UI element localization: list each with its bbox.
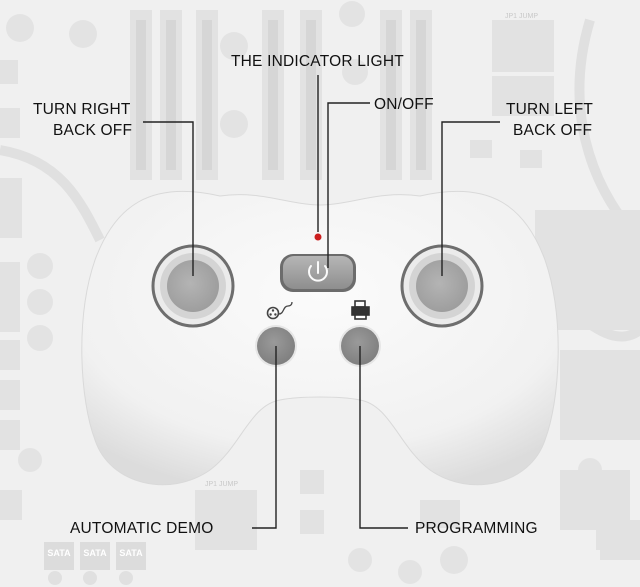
- label-automatic-demo: AUTOMATIC DEMO: [70, 520, 214, 537]
- side-connectors: [0, 60, 22, 520]
- printer-icon: [351, 300, 370, 320]
- leader-auto-demo: [252, 346, 277, 529]
- right-components: [470, 20, 640, 560]
- sata-label-3: SATA: [119, 548, 143, 558]
- jumper-label-top: JP1 JUMP: [505, 13, 538, 20]
- leader-onoff: [327, 102, 370, 268]
- label-indicator-light: THE INDICATOR LIGHT: [231, 53, 404, 70]
- sata-label-2: SATA: [83, 548, 107, 558]
- leader-programming: [359, 346, 408, 529]
- label-programming: PROGRAMMING: [415, 520, 538, 537]
- callout-lines: [143, 75, 500, 529]
- label-turn-right: TURN RIGHT: [33, 101, 131, 118]
- leader-turn-right: [143, 121, 194, 276]
- sata-label-1: SATA: [47, 548, 71, 558]
- jumper-label-bottom: JP1 JUMP: [205, 481, 238, 488]
- indicator-led: [314, 233, 322, 241]
- label-on-off: ON/OFF: [374, 96, 434, 113]
- left-joystick[interactable]: [151, 244, 235, 328]
- remote-controller: [81, 190, 559, 486]
- leader-turn-left: [441, 121, 500, 276]
- power-button[interactable]: [280, 254, 356, 292]
- sata-ports: SATA SATA SATA: [44, 542, 146, 585]
- label-turn-left: TURN LEFT: [506, 101, 594, 118]
- film-reel-icon: [266, 301, 293, 320]
- right-joystick[interactable]: [400, 244, 484, 328]
- label-turn-right-back-off: BACK OFF: [53, 122, 133, 139]
- capacitors: [6, 1, 602, 584]
- memory-slots: [130, 10, 432, 180]
- power-icon: [308, 261, 328, 282]
- label-turn-left-back-off: BACK OFF: [513, 122, 593, 139]
